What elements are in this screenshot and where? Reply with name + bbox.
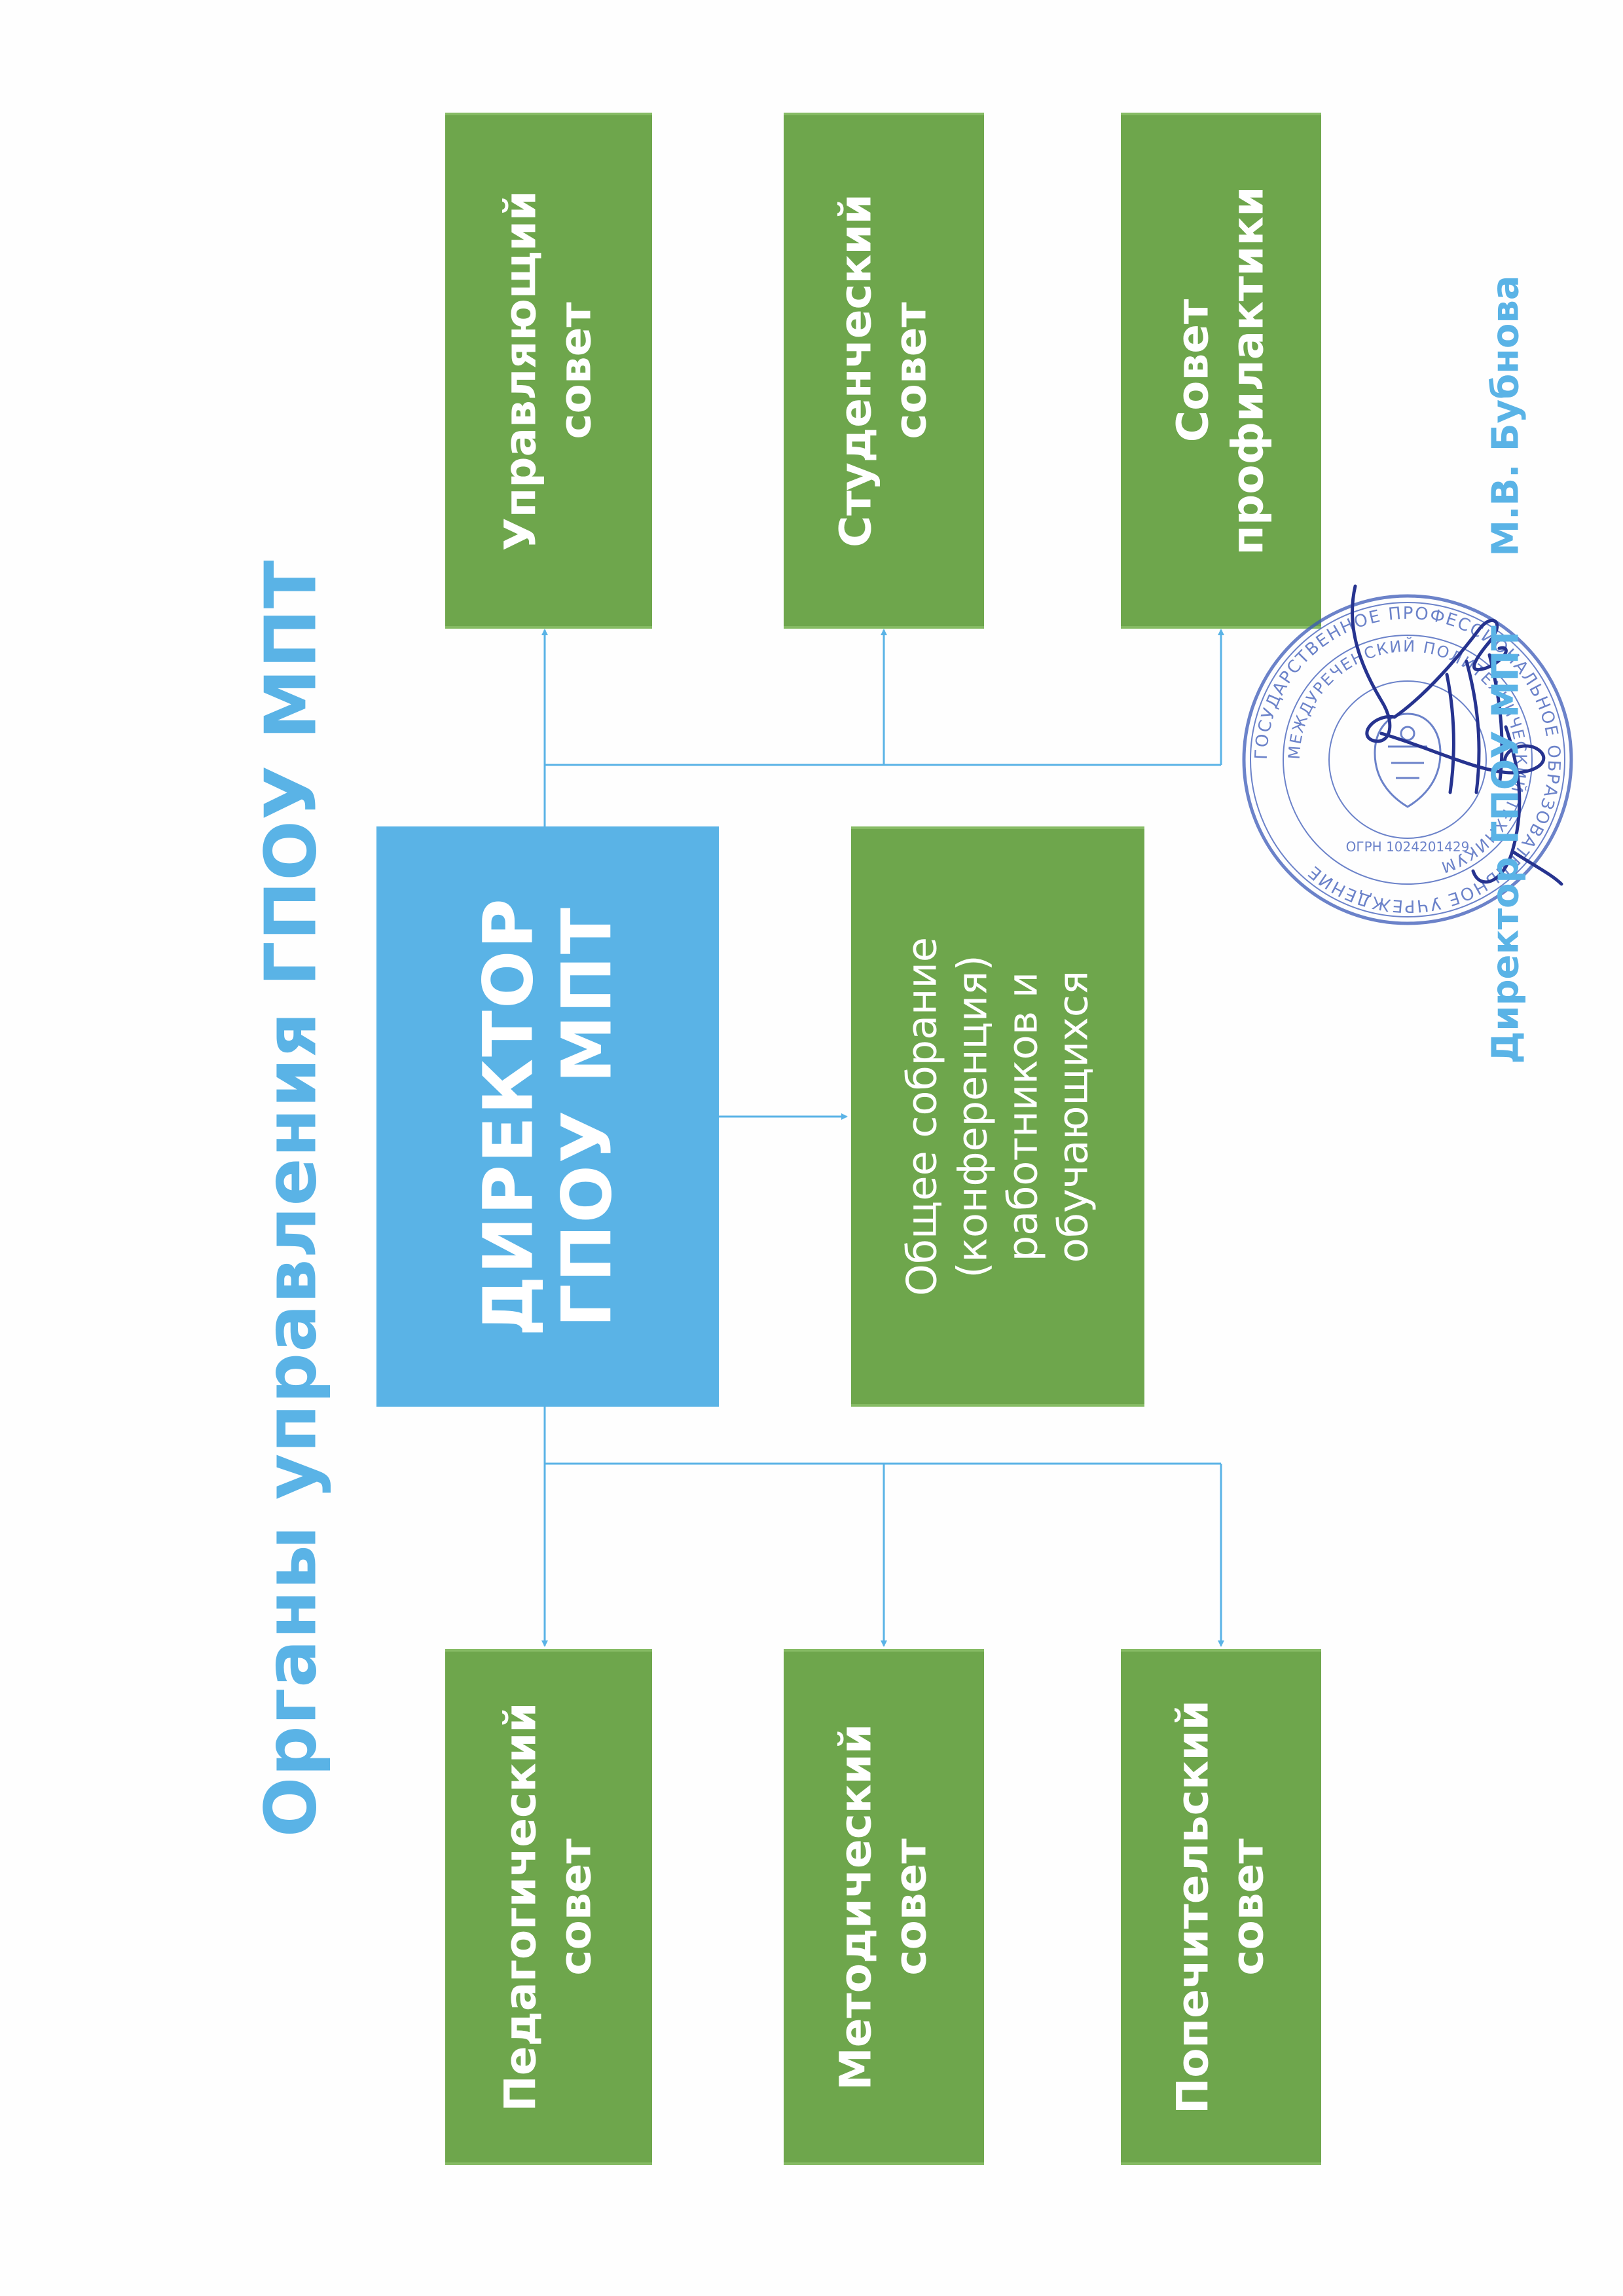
pedagogical-council-line1: Педагогический	[495, 1702, 546, 2112]
student-council-box: Студенческий совет	[784, 113, 984, 629]
pedagogical-council-line2: совет	[551, 1838, 601, 1976]
methodical-council-label: Методический совет	[829, 1724, 939, 2090]
director-line1: ДИРЕКТОР	[467, 897, 548, 1337]
student-council-line1: Студенческий	[830, 194, 881, 547]
student-council-label: Студенческий совет	[829, 194, 939, 547]
signature-name-text: М.В. Бубнова	[1484, 275, 1527, 557]
stamp-id-text: ОГРН 1024201429	[1346, 839, 1470, 855]
general-meeting-line1: Общее собрание	[898, 936, 946, 1297]
signature-position-text: Директор ГПОУ МПТ	[1484, 625, 1527, 1064]
management-council-box: Управляющий совет	[445, 113, 652, 629]
handwritten-signature	[1351, 584, 1563, 886]
management-council-line2: совет	[551, 302, 601, 439]
pedagogical-council-label: Педагогический совет	[494, 1703, 604, 2112]
management-council-line1: Управляющий	[495, 190, 546, 551]
trustee-council-line1: Попечительский	[1167, 1700, 1218, 2114]
prevention-council-label: Совет профилактики	[1166, 186, 1277, 555]
prevention-council-line2: профилактики	[1223, 186, 1273, 555]
methodical-council-box: Методический совет	[784, 1649, 984, 2165]
pedagogical-council-box: Педагогический совет	[445, 1649, 652, 2165]
general-meeting-line3: работников и	[998, 971, 1046, 1262]
official-stamp: ГОСУДАРСТВЕННОЕ ПРОФЕССИОНАЛЬНОЕ ОБРАЗОВ…	[1242, 584, 1573, 925]
director-line2: ГПОУ МПТ	[546, 906, 627, 1327]
prevention-council-box: Совет профилактики	[1121, 113, 1321, 629]
director-box: ДИРЕКТОР ГПОУ МПТ	[376, 826, 719, 1407]
general-meeting-label: Общее собрание (конференция) работников …	[897, 937, 1099, 1296]
director-label: ДИРЕКТОР ГПОУ МПТ	[467, 897, 627, 1337]
general-meeting-line4: обучающихся	[1048, 970, 1097, 1263]
general-meeting-line2: (конференция)	[948, 955, 996, 1278]
trustee-council-label: Попечительский совет	[1166, 1700, 1277, 2114]
student-council-line2: совет	[886, 302, 936, 439]
methodical-council-line1: Методический	[830, 1723, 881, 2091]
trustee-council-box: Попечительский совет	[1121, 1649, 1321, 2165]
general-meeting-box: Общее собрание (конференция) работников …	[851, 826, 1144, 1407]
management-council-label: Управляющий совет	[494, 191, 604, 551]
trustee-council-line2: совет	[1223, 1838, 1273, 1976]
prevention-council-line1: Совет	[1167, 299, 1218, 443]
stamp-emblem-icon	[1374, 713, 1442, 808]
methodical-council-line2: совет	[886, 1838, 936, 1976]
